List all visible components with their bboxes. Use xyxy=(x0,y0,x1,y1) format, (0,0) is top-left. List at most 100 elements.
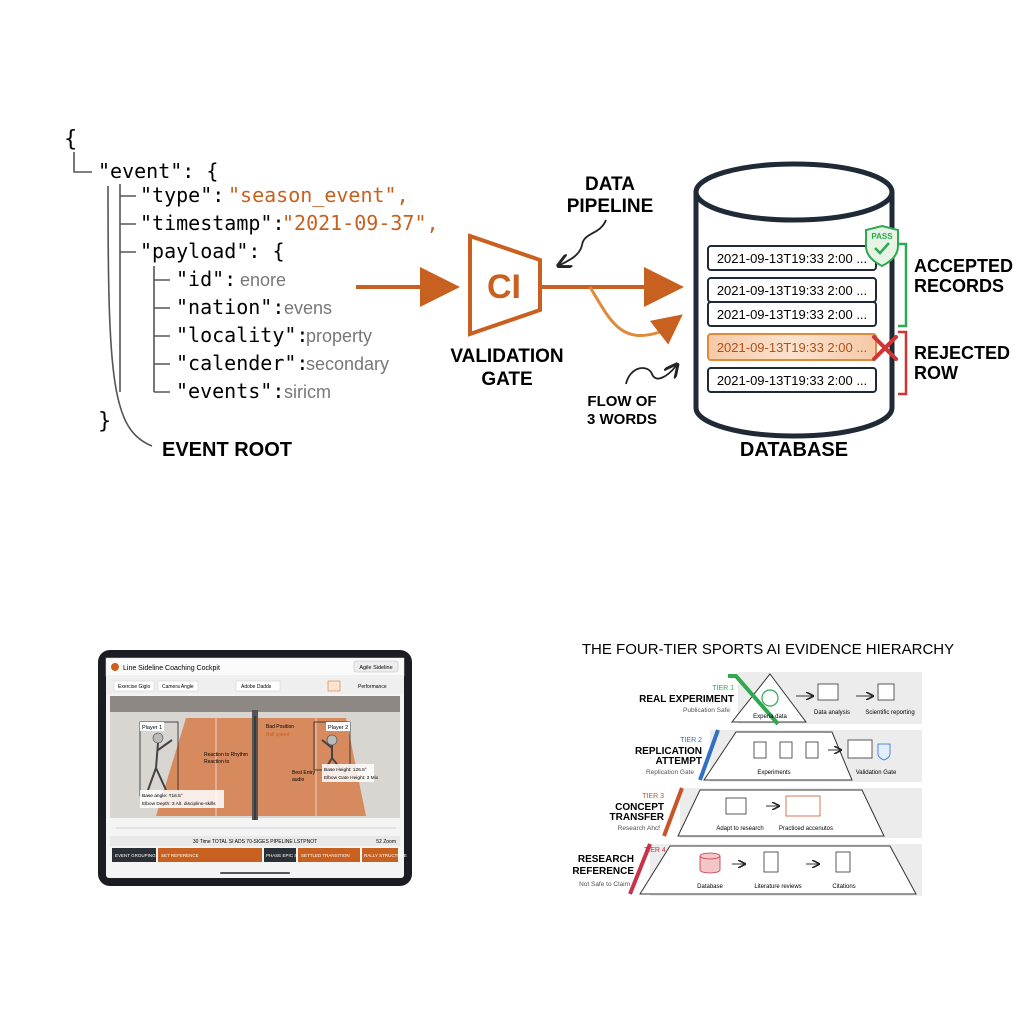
accepted-label-line2: RECORDS xyxy=(914,276,1004,296)
check-icon xyxy=(874,242,890,255)
json-type-key: "type": xyxy=(140,183,224,207)
agile-sideline-button[interactable] xyxy=(353,660,399,673)
json-field-value: siricm xyxy=(284,382,331,402)
db-row-rejected xyxy=(707,333,877,361)
json-payload-line: "payload": { xyxy=(140,239,285,263)
timeline-cell-label: SET REFERENCE xyxy=(161,853,199,858)
toolbar-item: Camera Angle xyxy=(162,684,194,690)
pipeline-label-line2: PIPELINE xyxy=(567,196,654,217)
json-field-key: "events": xyxy=(176,379,284,403)
toolbar-item: Adobe Dadds xyxy=(241,684,272,690)
record-toggle[interactable] xyxy=(327,680,341,692)
json-field-value: enore xyxy=(240,270,286,290)
tier3-sub: Research Ahcf xyxy=(618,825,660,832)
tier1-item: Experia data xyxy=(753,714,787,720)
tier2-item: Validation Gate xyxy=(856,770,897,776)
callout-text: Elbow Depth: 3 Alt. discipline-skills xyxy=(142,801,216,807)
callout-text: Elbow Gate Height: 3 Mix xyxy=(324,775,379,781)
db-row-text: 2021-09-13T19:33 2:00 ... xyxy=(717,340,867,355)
tablet-device: Line Sideline Coaching Cockpit Agile Sid… xyxy=(98,650,412,886)
player1-tag: Player 1 xyxy=(142,725,162,731)
db-row xyxy=(707,367,877,393)
timeline-header: 30 Time TOTAL SI ADS 70-SIGES PIPELINE L… xyxy=(193,839,317,845)
tier1-item: Data analysis xyxy=(814,710,850,716)
database-rows: 2021-09-13T19:33 2:00 ... 2021-09-13T19:… xyxy=(707,245,877,393)
callout-text: Base Height: 126.5° xyxy=(324,767,367,773)
event-root-label: EVENT ROOT xyxy=(162,439,292,461)
shield-icon xyxy=(877,743,891,761)
tier4-name: RESEARCH xyxy=(578,854,634,865)
literature-icon xyxy=(763,851,779,873)
json-field-value: property xyxy=(306,326,372,346)
hierarchy-title: THE FOUR-TIER SPORTS AI EVIDENCE HIERARC… xyxy=(582,641,954,658)
citations-icon xyxy=(835,851,851,873)
rejected-bracket xyxy=(898,330,908,396)
tier2-accent xyxy=(698,729,720,781)
timeline-cell-label: EVENT GROUPING xyxy=(115,853,156,858)
callout-text: Reaction to xyxy=(204,759,230,765)
gate-glyph: CI xyxy=(487,268,521,306)
callout-text: Best Entry xyxy=(292,770,316,776)
tier4-item: Database xyxy=(697,884,723,890)
json-open-brace: { xyxy=(64,127,77,152)
timeline-cell-label: PHASE EPIC SEGMENT xyxy=(266,853,317,858)
tier3-item: Adapt to research xyxy=(716,826,763,832)
toolbar-item: Performance xyxy=(358,684,387,690)
tier4-item: Literature reviews xyxy=(754,884,801,890)
adapt-icon xyxy=(725,797,747,815)
timeline-cell[interactable] xyxy=(298,848,360,862)
json-type-value: "season_event", xyxy=(228,183,409,207)
pipeline-pointer xyxy=(560,219,607,265)
pipeline-label-line1: DATA xyxy=(585,174,635,195)
pass-badge-text: PASS xyxy=(871,232,893,241)
tier4-number: TIER 4 xyxy=(644,847,666,854)
toolbar-dropdown[interactable] xyxy=(113,680,155,692)
db-row-text: 2021-09-13T19:33 2:00 ... xyxy=(717,251,867,266)
callout-text: Ball speed xyxy=(266,732,290,738)
reject-x-icon xyxy=(872,335,898,361)
tier2-name: REPLICATION xyxy=(635,746,702,757)
tier2-number: TIER 2 xyxy=(680,737,702,744)
toolbar-item: Exercise Giglo xyxy=(118,684,150,690)
evidence-hierarchy: THE FOUR-TIER SPORTS AI EVIDENCE HIERARC… xyxy=(572,641,954,896)
experiment-icon xyxy=(761,689,779,707)
practice-board-icon xyxy=(785,795,821,817)
timeline-cell[interactable] xyxy=(362,848,398,862)
toolbar-dropdown[interactable] xyxy=(157,680,199,692)
app-logo-icon xyxy=(111,663,119,671)
tier1-sub: Publication Safe xyxy=(683,707,730,714)
toolbar-dropdown[interactable] xyxy=(235,680,281,692)
tier3-name: TRANSFER xyxy=(610,812,665,823)
tier1-name: REAL EXPERIMENT xyxy=(639,694,734,705)
gate-label-line2: GATE xyxy=(481,369,532,390)
callout-text: Bad Position xyxy=(266,724,294,730)
document-icon xyxy=(805,741,819,759)
tier4-sub: Not Safe to Claim xyxy=(579,881,630,888)
home-indicator xyxy=(220,872,290,874)
timeline-cell-label: SETTLED TRANSITION xyxy=(301,853,350,858)
app-title: Line Sideline Coaching Cockpit xyxy=(123,665,220,672)
json-timestamp-value: "2021-09-37", xyxy=(282,211,439,235)
timeline-cell[interactable] xyxy=(158,848,262,862)
document-icon xyxy=(779,741,793,759)
tier2-item: Experiments xyxy=(757,770,790,776)
json-field-value: secondary xyxy=(306,354,389,374)
document-icon xyxy=(753,741,767,759)
timeline-cell[interactable] xyxy=(264,848,296,862)
validation-monitor-icon xyxy=(847,739,873,759)
tier1-number: TIER 1 xyxy=(712,685,734,692)
database-icon xyxy=(699,852,721,860)
json-event-line: "event": { xyxy=(98,159,218,183)
tier3-accent xyxy=(662,787,684,837)
tier1-item: Scientific reporting xyxy=(865,710,914,716)
json-field-value: evens xyxy=(284,298,332,318)
tree-connector xyxy=(73,152,92,173)
callout-text: Base angle: T16.5° xyxy=(142,793,183,799)
db-row-text: 2021-09-13T19:33 2:00 ... xyxy=(717,283,867,298)
tier4-item: Citations xyxy=(832,884,855,890)
pass-badge: PASS xyxy=(865,224,899,268)
tier2-sub: Replication Gate xyxy=(646,769,694,776)
flow-label-line2: 3 WORDS xyxy=(587,411,657,428)
data-pipeline-diagram: { "event": { "type": "season_event", "ti… xyxy=(64,127,1013,461)
timeline-cell[interactable] xyxy=(112,848,156,862)
